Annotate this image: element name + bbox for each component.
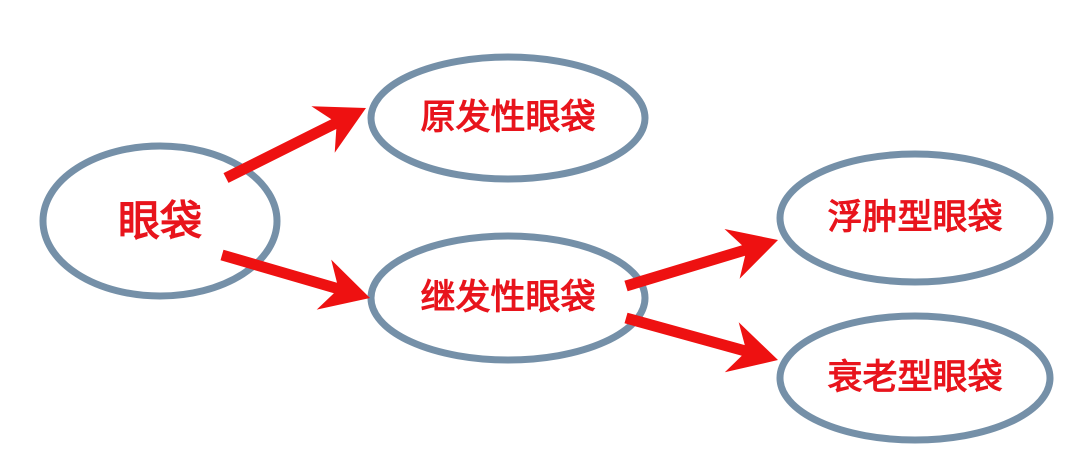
node-label: 衰老型眼袋 bbox=[827, 358, 1002, 398]
node-ellipse bbox=[776, 312, 1054, 444]
arrow-secondary-to-aging bbox=[624, 312, 778, 373]
node-edema: 浮肿型眼袋 bbox=[776, 150, 1054, 286]
node-label: 眼袋 bbox=[118, 197, 202, 246]
node-primary: 原发性眼袋 bbox=[367, 53, 649, 183]
arrow-root-to-secondary bbox=[220, 249, 370, 310]
arrow-secondary-to-edema bbox=[624, 229, 778, 292]
node-secondary: 继发性眼袋 bbox=[367, 232, 649, 364]
node-label: 原发性眼袋 bbox=[420, 98, 595, 138]
node-label: 继发性眼袋 bbox=[420, 278, 595, 318]
node-aging: 衰老型眼袋 bbox=[776, 312, 1054, 444]
node-ellipse bbox=[776, 150, 1054, 286]
node-ellipse bbox=[367, 232, 649, 364]
node-label: 浮肿型眼袋 bbox=[827, 198, 1002, 238]
arrow-root-to-primary bbox=[223, 106, 366, 183]
node-root: 眼袋 bbox=[39, 142, 281, 300]
node-ellipse bbox=[367, 53, 649, 183]
node-ellipse bbox=[39, 142, 281, 300]
